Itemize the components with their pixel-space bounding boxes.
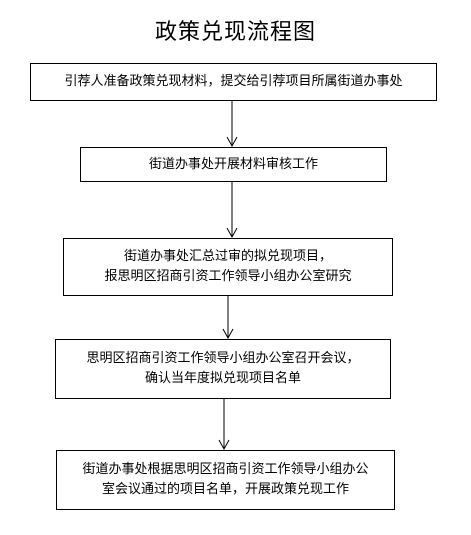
step-1-line-1: 引荐人准备政策兑现材料，提交给引荐项目所属街道办事处	[64, 74, 403, 89]
arrow-4-head	[218, 439, 230, 451]
arrow-3-head	[222, 328, 234, 340]
step-1-box: 引荐人准备政策兑现材料，提交给引荐项目所属街道办事处	[30, 63, 437, 101]
step-5-line-1: 街道办事处根据思明区招商引资工作领导小组办公	[82, 462, 369, 477]
arrow-1-head	[226, 136, 238, 148]
arrow-2-to-3	[226, 182, 238, 239]
step-4-line-1: 思明区招商引资工作领导小组办公室召开会议，	[86, 351, 360, 366]
arrow-2-head	[226, 227, 238, 239]
step-3-line-1: 街道办事处汇总过审的拟兑现项目，	[123, 249, 332, 264]
step-3-line-2: 报思明区招商引资工作领导小组办公室研究	[104, 269, 352, 284]
step-4-line-2: 确认当年度拟兑现项目名单	[144, 371, 301, 386]
arrow-4-to-5	[218, 399, 230, 451]
step-4-box: 思明区招商引资工作领导小组办公室召开会议， 确认当年度拟兑现项目名单	[55, 339, 391, 399]
arrow-1-to-2	[226, 101, 238, 148]
step-5-line-2: 室会议通过的项目名单，开展政策兑现工作	[101, 482, 349, 497]
diagram-title: 政策兑现流程图	[154, 20, 316, 45]
step-3-box: 街道办事处汇总过审的拟兑现项目， 报思明区招商引资工作领导小组办公室研究	[63, 238, 393, 296]
step-5-box: 街道办事处根据思明区招商引资工作领导小组办公 室会议通过的项目名单，开展政策兑现…	[56, 450, 395, 510]
arrow-3-to-4	[222, 296, 234, 340]
step-2-line-1: 街道办事处开展材料审核工作	[148, 156, 318, 172]
step-2-box: 街道办事处开展材料审核工作	[80, 147, 387, 182]
